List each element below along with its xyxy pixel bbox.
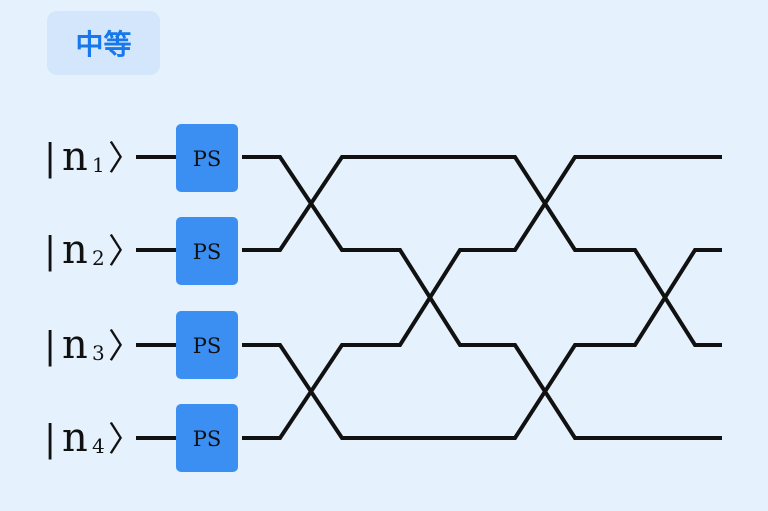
ket-index: 1 [92, 153, 105, 177]
difficulty-badge: 中等 [47, 11, 160, 75]
phase-shifter-4: PS [176, 404, 238, 472]
phase-shifter-box [176, 124, 238, 192]
phase-shifter-label: PS [193, 240, 222, 264]
ket-symbol: n [62, 134, 88, 180]
ket-bar: | [44, 231, 56, 272]
input-label-1: | n 1 〉 [44, 134, 142, 180]
ket-index: 2 [92, 246, 105, 270]
phase-shifter-label: PS [193, 334, 222, 358]
phase-shifter-label: PS [193, 147, 222, 171]
input-wires [136, 155, 176, 440]
phase-shifter-box [176, 217, 238, 285]
ket-bar: | [44, 419, 56, 460]
phase-shifter-box [176, 404, 238, 472]
phase-shifter-box [176, 311, 238, 379]
ket-index: 3 [92, 341, 105, 365]
ket-bar: | [44, 326, 56, 367]
wire-network [242, 155, 722, 440]
phase-shifter-1: PS [176, 124, 238, 192]
phase-shifter-2: PS [176, 217, 238, 285]
wire-path-d [242, 155, 722, 440]
ket-index: 4 [92, 434, 105, 458]
input-label-3: | n 3 〉 [44, 322, 142, 368]
phase-shifter-label: PS [193, 427, 222, 451]
ket-symbol: n [62, 415, 88, 461]
phase-shifter-3: PS [176, 311, 238, 379]
ket-symbol: n [62, 322, 88, 368]
input-label-4: | n 4 〉 [44, 415, 142, 461]
ket-symbol: n [62, 227, 88, 273]
wire-path-c [242, 248, 722, 440]
ket-bar: | [44, 138, 56, 179]
input-label-2: | n 2 〉 [44, 227, 142, 273]
